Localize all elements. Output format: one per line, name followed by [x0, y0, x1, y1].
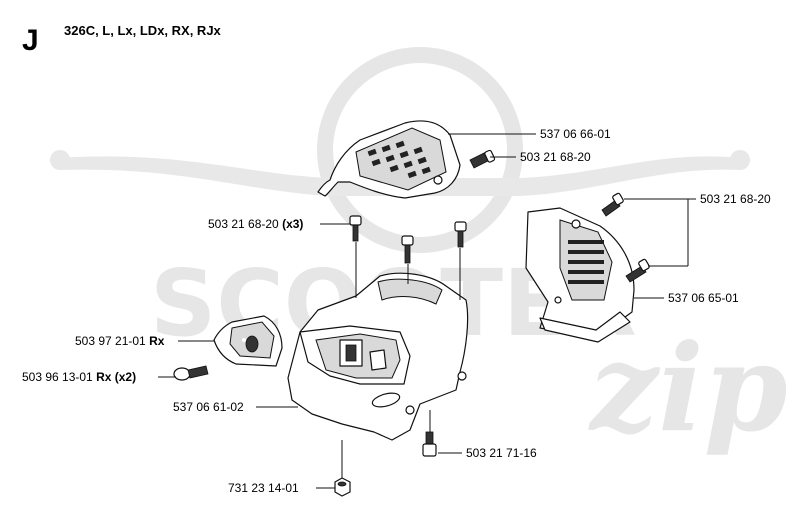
label-p8: 537 06 61-02 [173, 400, 244, 414]
leader-lines [158, 133, 696, 489]
watermark-bar [60, 156, 740, 196]
screw-top-right [469, 149, 496, 169]
label-p7: 503 96 13-01 Rx (x2) [22, 370, 136, 384]
section-letter: J [22, 24, 39, 57]
label-p2: 503 21 68-20 [520, 150, 591, 164]
right-cover-part [525, 207, 635, 343]
watermark-ring [317, 47, 523, 253]
watermark-dot-right [730, 150, 750, 170]
label-p5: 537 06 65-01 [668, 291, 739, 305]
screw-right-lower [625, 258, 650, 283]
label-p6: 503 97 21-01 Rx [75, 334, 165, 348]
label-p9: 503 21 71-16 [466, 446, 537, 460]
screw-vertical-1 [349, 215, 362, 242]
main-housing-part [287, 272, 469, 441]
screw-left-bracket [173, 365, 209, 381]
screw-bottom [422, 431, 437, 457]
label-p1: 537 06 66-01 [540, 127, 611, 141]
screw-vertical-2 [401, 235, 414, 264]
watermark-dot-left [50, 150, 70, 170]
screw-vertical-3 [454, 221, 467, 248]
left-bracket-part [213, 315, 283, 367]
label-p10: 731 23 14-01 [228, 481, 299, 495]
top-cover-part [317, 120, 461, 199]
label-p4: 503 21 68-20 (x3) [208, 217, 303, 231]
nut-bottom [334, 477, 351, 497]
part-labels: 537 06 66-01 503 21 68-20 503 21 68-20 5… [22, 127, 771, 495]
screw-right-upper [601, 192, 624, 217]
model-list: 326C, L, Lx, LDx, RX, RJx [64, 23, 222, 38]
label-p3: 503 21 68-20 [700, 192, 771, 206]
watermark-script: zip [588, 318, 788, 459]
